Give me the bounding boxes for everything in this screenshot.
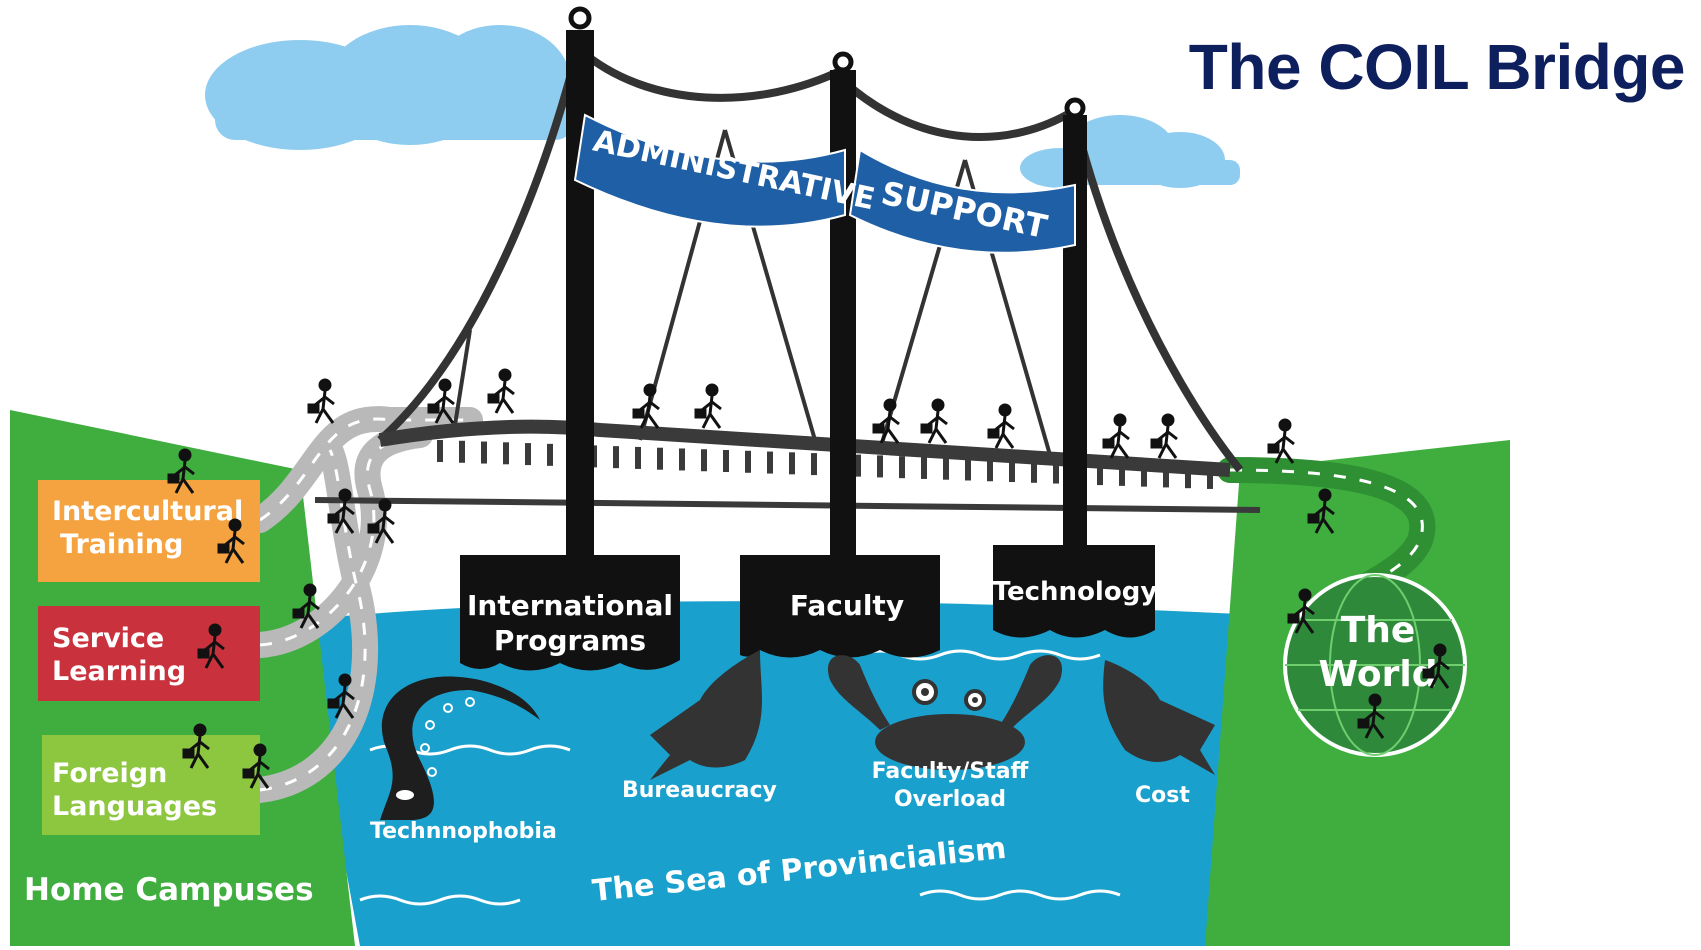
tower-left (566, 6, 594, 560)
sea (300, 601, 1260, 946)
tower-right (1063, 97, 1087, 555)
world-globe (1283, 573, 1467, 757)
walking-person-icon (167, 448, 195, 494)
walking-person-icon (487, 368, 515, 414)
technophobia-tentacle-icon (380, 676, 540, 820)
pillar-left-line1: International (467, 589, 673, 622)
walking-person-icon (427, 378, 455, 424)
label-cost: Cost (1135, 783, 1190, 808)
box-2-line1: Service (52, 623, 164, 654)
box-service-learning (38, 606, 260, 701)
box-2-line2: Learning (52, 656, 186, 687)
label-overload-line2: Overload (894, 787, 1006, 812)
walking-person-icon (307, 378, 335, 424)
walking-person-icon (1102, 413, 1130, 459)
walking-person-icon (197, 623, 225, 669)
bridge-lower-rail (314, 497, 1261, 513)
page-title: The COIL Bridge (1188, 31, 1686, 103)
walking-person-icon (327, 673, 355, 719)
pillar-left-line2: Programs (494, 624, 646, 657)
cloud-left (205, 25, 575, 150)
walking-people (167, 368, 1450, 789)
home-campuses-label: Home Campuses (24, 872, 314, 908)
wave-4 (919, 889, 1121, 901)
overload-crab-icon (827, 655, 1063, 770)
walking-person-icon (242, 743, 270, 789)
pillar-right-text: Technology (993, 577, 1158, 607)
walking-person-icon (1357, 693, 1385, 739)
walking-person-icon (217, 518, 245, 564)
walking-person-icon (1287, 588, 1315, 634)
box-1-line1: Intercultural (52, 496, 243, 527)
pillar-technology (993, 545, 1155, 638)
cost-shark-icon (1103, 660, 1215, 775)
walking-person-icon (632, 383, 660, 429)
walking-person-icon (1150, 413, 1178, 459)
walking-person-icon (1307, 488, 1335, 534)
walking-person-icon (987, 403, 1015, 449)
bureaucracy-shark-icon (650, 650, 762, 780)
banner-support (848, 148, 1076, 254)
walking-person-icon (292, 583, 320, 629)
label-overload-line1: Faculty/Staff (872, 759, 1030, 784)
walking-person-icon (182, 723, 210, 769)
world-line2: World (1318, 654, 1437, 695)
tower-middle (830, 51, 856, 560)
box-3-line1: Foreign (52, 758, 167, 789)
walking-person-icon (1422, 643, 1450, 689)
pillar-middle-text: Faculty (790, 589, 904, 622)
walking-person-icon (872, 398, 900, 444)
box-1-line2: Training (60, 529, 183, 560)
pillar-faculty (740, 555, 940, 658)
banner-administrative (573, 113, 846, 228)
walking-person-icon (1267, 418, 1295, 464)
walking-person-icon (920, 398, 948, 444)
world-line1: The (1341, 610, 1416, 651)
box-foreign-languages (42, 735, 260, 835)
walking-person-icon (367, 498, 395, 544)
box-3-line2: Languages (52, 791, 217, 822)
label-bureaucracy: Bureaucracy (622, 778, 777, 803)
bridge-cables (377, 39, 1244, 473)
box-intercultural-training (38, 480, 260, 582)
wave-3 (359, 894, 521, 906)
walking-person-icon (694, 383, 722, 429)
label-technophobia: Technnophobia (370, 819, 557, 844)
walking-person-icon (327, 488, 355, 534)
pillar-international-programs (460, 555, 680, 671)
